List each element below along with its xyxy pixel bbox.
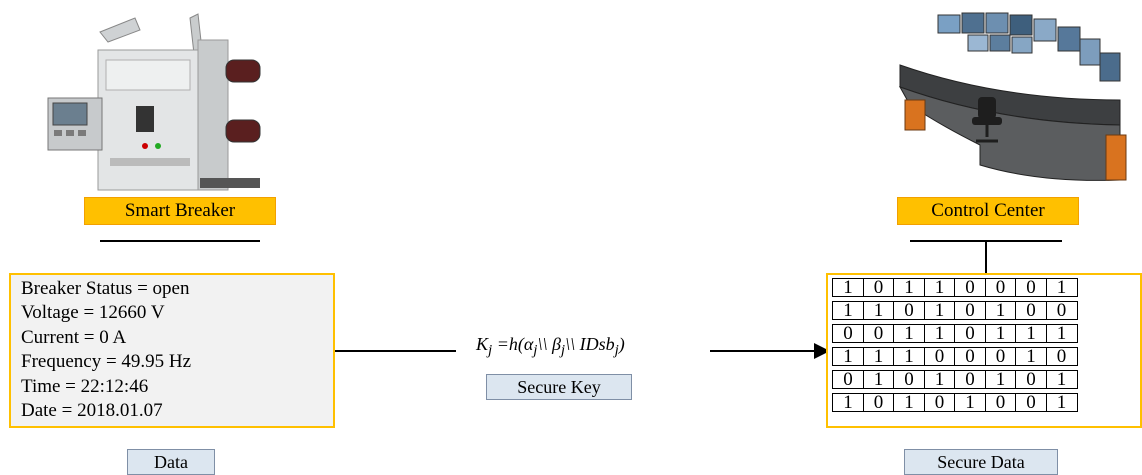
bit-cell: 1 bbox=[1045, 324, 1078, 343]
bit-cell: 0 bbox=[1015, 370, 1047, 389]
bit-cell: 0 bbox=[862, 393, 895, 412]
bit-cell: 0 bbox=[893, 301, 925, 320]
arrow-line-right bbox=[710, 350, 816, 352]
voltage-line: Voltage = 12660 V bbox=[21, 302, 165, 324]
data-panel: Breaker Status = open Voltage = 12660 V … bbox=[9, 273, 335, 428]
bit-cell: 1 bbox=[1015, 347, 1047, 366]
bit-cell: 1 bbox=[923, 324, 956, 343]
bit-cell: 0 bbox=[984, 278, 1017, 297]
bit-cell: 1 bbox=[832, 347, 864, 366]
bit-cell: 1 bbox=[984, 324, 1017, 343]
arrow-line-left bbox=[335, 350, 456, 352]
bit-cell: 1 bbox=[1015, 324, 1047, 343]
date-line: Date = 2018.01.07 bbox=[21, 400, 163, 422]
secure-data-caption: Secure Data bbox=[904, 449, 1058, 475]
bit-cell: 1 bbox=[832, 393, 864, 412]
bit-cell: 1 bbox=[984, 301, 1017, 320]
bit-cell: 0 bbox=[1045, 301, 1078, 320]
bit-cell: 0 bbox=[923, 393, 956, 412]
bit-cell: 0 bbox=[832, 370, 864, 389]
bit-cell: 1 bbox=[923, 278, 956, 297]
bit-cell: 1 bbox=[923, 301, 956, 320]
bit-cell: 0 bbox=[1045, 347, 1078, 366]
control-center-image bbox=[898, 12, 1127, 181]
bit-cell: 1 bbox=[862, 370, 895, 389]
bit-cell: 0 bbox=[954, 278, 986, 297]
breaker-status-line: Breaker Status = open bbox=[21, 278, 190, 299]
bit-cell: 1 bbox=[862, 301, 895, 320]
data-caption: Data bbox=[127, 449, 215, 475]
current-line: Current = 0 A bbox=[21, 326, 127, 348]
bit-cell: 1 bbox=[1045, 278, 1078, 297]
bit-cell: 1 bbox=[1045, 370, 1078, 389]
bit-cell: 0 bbox=[984, 347, 1017, 366]
bit-cell: 1 bbox=[954, 393, 986, 412]
bit-cell: 0 bbox=[1015, 278, 1047, 297]
bit-cell: 0 bbox=[954, 370, 986, 389]
right-vertical-connector bbox=[985, 240, 987, 274]
time-line: Time = 22:12:46 bbox=[21, 375, 149, 397]
bit-cell: 0 bbox=[893, 370, 925, 389]
bit-cell: 1 bbox=[832, 301, 864, 320]
bit-cell: 1 bbox=[893, 347, 925, 366]
bit-cell: 0 bbox=[862, 324, 895, 343]
frequency-line: Frequency = 49.95 Hz bbox=[21, 351, 192, 373]
bit-cell: 0 bbox=[954, 347, 986, 366]
bit-cell: 0 bbox=[1015, 393, 1047, 412]
bit-cell: 0 bbox=[1015, 301, 1047, 320]
bit-cell: 1 bbox=[893, 324, 925, 343]
bit-cell: 1 bbox=[893, 393, 925, 412]
bit-cell: 1 bbox=[832, 278, 864, 297]
bit-cell: 0 bbox=[984, 393, 1017, 412]
bit-cell: 0 bbox=[954, 324, 986, 343]
key-formula: Kj =h(αj\\ βj\\ IDsbj) bbox=[476, 334, 625, 359]
control-center-label: Control Center bbox=[897, 197, 1079, 225]
bit-cell: 1 bbox=[1045, 393, 1078, 412]
bit-cell: 1 bbox=[984, 370, 1017, 389]
smart-breaker-label: Smart Breaker bbox=[84, 197, 276, 225]
arrow-head-icon bbox=[814, 343, 830, 359]
bit-cell: 0 bbox=[954, 301, 986, 320]
bit-cell: 1 bbox=[862, 347, 895, 366]
left-divider-line bbox=[100, 240, 260, 242]
bit-cell: 1 bbox=[923, 370, 956, 389]
bit-cell: 1 bbox=[893, 278, 925, 297]
bit-cell: 0 bbox=[832, 324, 864, 343]
bit-cell: 0 bbox=[923, 347, 956, 366]
smart-breaker-image bbox=[47, 13, 261, 191]
bit-cell: 0 bbox=[862, 278, 895, 297]
secure-key-caption: Secure Key bbox=[486, 374, 632, 400]
